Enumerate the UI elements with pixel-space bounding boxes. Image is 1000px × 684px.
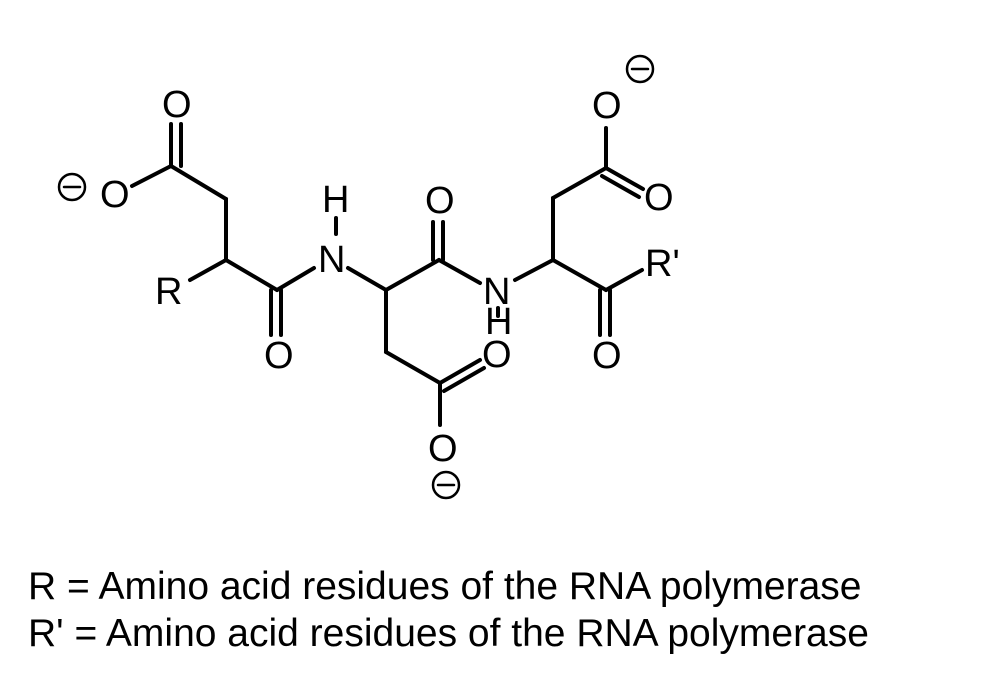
left-negative-charge-icon <box>57 172 87 202</box>
amide-n-upper: N <box>318 239 345 281</box>
central-negative-charge-icon <box>431 470 461 500</box>
r-group-label: R <box>155 271 182 313</box>
left-carboxylate-o: O <box>100 174 130 216</box>
central-amide-o: O <box>425 180 455 222</box>
amide-n-lower: N <box>483 271 510 313</box>
right-carboxylate-o: O <box>592 85 622 127</box>
amide-h-lower: H <box>485 301 512 343</box>
amide-h-upper: H <box>322 179 349 221</box>
central-carboxylate-o: O <box>428 428 458 470</box>
left-residue <box>130 122 316 337</box>
central-residue <box>346 220 486 427</box>
legend-line-r-prime: R' = Amino acid residues of the RNA poly… <box>28 612 869 655</box>
left-amide-o: O <box>264 335 294 377</box>
right-negative-charge-icon <box>625 54 655 84</box>
legend-line-r: R = Amino acid residues of the RNA polym… <box>28 565 862 608</box>
central-carboxyl-o: O <box>482 334 512 376</box>
left-carbonyl-o: O <box>162 84 192 126</box>
r-prime-group-label: R' <box>645 243 680 285</box>
right-carboxyl-o: O <box>644 177 674 219</box>
right-ketone-o: O <box>592 335 622 377</box>
right-residue <box>513 126 645 337</box>
